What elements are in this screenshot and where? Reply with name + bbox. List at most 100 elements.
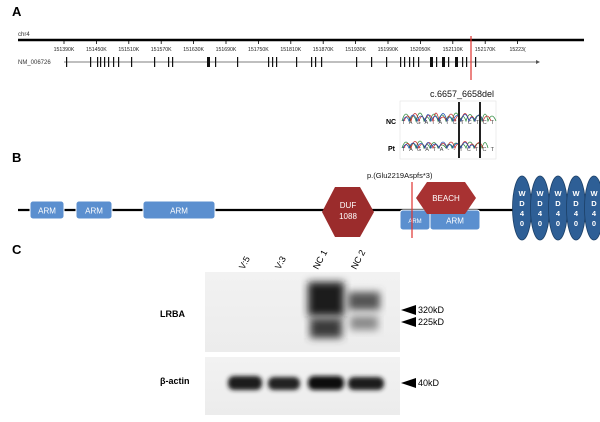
duf-label-line2: 1088 <box>339 212 357 221</box>
exon-group <box>66 57 540 67</box>
exon-mark <box>475 57 477 67</box>
row-label-lrba: LRBA <box>160 309 185 319</box>
exon-mark <box>356 57 358 67</box>
actin-band-1 <box>228 376 262 390</box>
genome-tick-label: 151690K <box>216 47 237 53</box>
genome-tick-label: 151870K <box>313 47 334 53</box>
exon-mark <box>430 57 433 67</box>
lrba-bands <box>308 282 380 338</box>
actin-band-3 <box>308 376 344 390</box>
wd40-letter: D <box>519 199 525 208</box>
exon-mark <box>108 57 110 67</box>
arm-domain-5-label: ARM <box>446 217 464 226</box>
chrom-row-label-nc: NC <box>386 119 396 126</box>
chrom-row-label-pt: Pt <box>388 146 396 153</box>
panel-label-b: B <box>12 150 21 165</box>
exon-mark <box>315 57 317 67</box>
exon-mark <box>113 57 115 67</box>
wd40-letter: 0 <box>538 219 542 228</box>
marker-40: 40kD <box>418 378 440 388</box>
panel-label-a: A <box>12 4 22 19</box>
lane-label-3: NC 1 <box>311 248 329 271</box>
genome-tick-label: 151750K <box>248 47 269 53</box>
exon-mark <box>237 57 239 67</box>
wd40-letter: 4 <box>538 209 543 218</box>
exon-mark <box>404 57 406 67</box>
wd40-letter: W <box>572 189 580 198</box>
duf-label-line1: DUF <box>340 201 357 210</box>
marker-arrow-320 <box>401 305 416 315</box>
exon-mark <box>466 57 468 67</box>
exon-mark <box>418 57 420 67</box>
wd40-letter: D <box>537 199 543 208</box>
exon-mark <box>442 57 445 67</box>
exon-mark <box>90 57 92 67</box>
nc-trace-blue <box>402 113 484 123</box>
pt-trace-blue <box>402 141 476 150</box>
exon-mark <box>436 57 438 67</box>
lane-label-1: V:5 <box>237 255 252 271</box>
actin-band-4 <box>348 377 384 390</box>
genome-tick-label: 152050K <box>410 47 431 53</box>
pt-bases: TAGATA--TCTCT <box>402 147 495 153</box>
wd40-letter: D <box>591 199 597 208</box>
row-label-actin: β-actin <box>160 376 190 386</box>
wd40-letter: W <box>590 189 598 198</box>
arm-domain-1: ARM <box>29 200 65 220</box>
beach-domain: BEACH <box>416 182 476 214</box>
chromatogram: c.6657_6658del NC Pt TAGATATCTCTCT TAGAT… <box>386 89 497 160</box>
wd40-letter: D <box>573 199 579 208</box>
exon-mark <box>66 57 68 67</box>
exon-mark <box>118 57 120 67</box>
nc-bases: TAGATATCTCTCT <box>402 120 495 126</box>
wd40-repeat-group: WD40WD40WD40WD40WD40WD40 <box>512 175 600 241</box>
lane-label-4: NC 2 <box>349 248 367 271</box>
arm-domain-2: ARM <box>75 200 113 220</box>
genome-tick-label: 152110K <box>443 47 464 53</box>
genome-tick-label: 151570K <box>151 47 172 53</box>
arm-domain-3: ARM <box>142 200 216 220</box>
chrom-label: chr4 <box>18 32 30 38</box>
arm-domain-1-label: ARM <box>38 207 56 216</box>
exon-mark <box>154 57 156 67</box>
exon-mark <box>371 57 373 67</box>
arm-domain-4: ARM <box>399 209 431 231</box>
exon-mark <box>168 57 170 67</box>
exon-mark <box>413 57 415 67</box>
transcript-label: NM_006726 <box>18 60 51 66</box>
actin-band-2 <box>268 377 300 390</box>
exon-mark <box>386 57 388 67</box>
wd40-letter: W <box>518 189 526 198</box>
wd40-letter: W <box>536 189 544 198</box>
protein-mutation-label: p.(Glu2219Aspfs*3) <box>367 171 433 180</box>
wd40-letter: 4 <box>574 209 579 218</box>
wd40-letter: 0 <box>556 219 560 228</box>
genome-tick-label: 151510K <box>118 47 139 53</box>
exon-mark <box>97 57 99 67</box>
wd40-letter: W <box>554 189 562 198</box>
marker-225: 225kD <box>418 317 445 327</box>
lrba-band-nc2-upper <box>348 292 380 310</box>
wd40-letter: 0 <box>592 219 596 228</box>
exon-mark <box>409 57 411 67</box>
panel-label-c: C <box>12 242 22 257</box>
exon-mark <box>462 57 464 67</box>
pt-trace-green <box>401 140 489 150</box>
arm-domain-4-label: ARM <box>408 219 421 225</box>
lane-label-2: V:3 <box>273 255 288 271</box>
exon-mark <box>104 57 106 67</box>
genome-tick-label: 151450K <box>86 47 107 53</box>
wd40-letter: D <box>555 199 561 208</box>
exon-mark <box>215 57 217 67</box>
genome-tick-label: 15223( <box>510 47 526 53</box>
exon-mark <box>207 57 210 67</box>
arm-domain-3-label: ARM <box>170 207 188 216</box>
genome-tick-label: 152170K <box>475 47 496 53</box>
genome-tick-label: 151990K <box>378 47 399 53</box>
exon-mark <box>400 57 402 67</box>
wd40-letter: 4 <box>520 209 525 218</box>
